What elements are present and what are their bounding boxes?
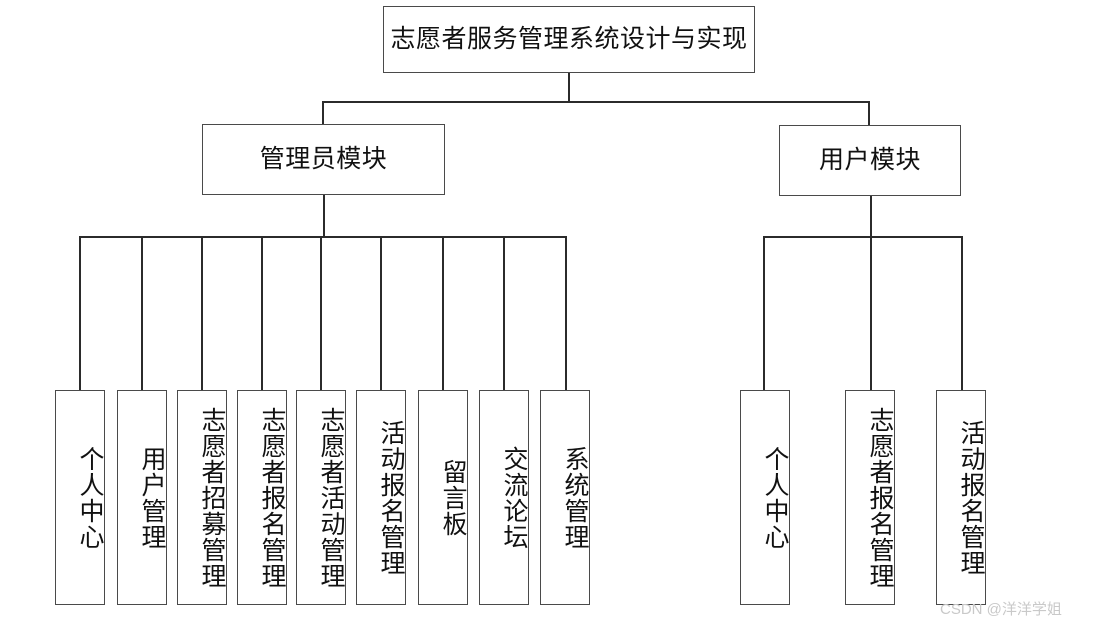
leaf-node-admin-forum: 交流论坛	[479, 390, 529, 605]
leaf-node-user-volunteer-signup: 志愿者报名管理	[845, 390, 895, 605]
leaf-node-user-personal-center: 个人中心	[740, 390, 790, 605]
root-node-system-title: 志愿者服务管理系统设计与实现	[383, 6, 755, 73]
connector-user-stem	[870, 196, 872, 236]
connector-admin-drop-5	[380, 236, 382, 390]
connector-user-drop-2	[961, 236, 963, 390]
connector-admin-drop-8	[565, 236, 567, 390]
connector-admin-drop-2	[201, 236, 203, 390]
connector-level1-drop-user	[868, 101, 870, 126]
leaf-node-admin-activity-signup: 活动报名管理	[356, 390, 406, 605]
leaf-node-admin-volunteer-recruit: 志愿者招募管理	[177, 390, 227, 605]
csdn-watermark: CSDN @洋洋学姐	[940, 601, 1062, 618]
module-node-admin: 管理员模块	[202, 124, 445, 195]
connector-admin-drop-1	[141, 236, 143, 390]
connector-admin-drop-7	[503, 236, 505, 390]
module-node-user: 用户模块	[779, 125, 961, 196]
connector-admin-drop-3	[261, 236, 263, 390]
connector-root-stem	[568, 73, 570, 101]
connector-admin-drop-6	[442, 236, 444, 390]
leaf-node-user-activity-signup: 活动报名管理	[936, 390, 986, 605]
leaf-node-admin-message-board: 留言板	[418, 390, 468, 605]
connector-admin-drop-4	[320, 236, 322, 390]
connector-admin-bus	[79, 236, 566, 238]
connector-user-drop-0	[763, 236, 765, 390]
connector-level1-bus	[322, 101, 869, 103]
leaf-node-admin-volunteer-signup: 志愿者报名管理	[237, 390, 287, 605]
leaf-node-admin-personal-center: 个人中心	[55, 390, 105, 605]
connector-admin-stem	[323, 195, 325, 236]
connector-user-bus	[763, 236, 962, 238]
leaf-node-admin-user-management: 用户管理	[117, 390, 167, 605]
leaf-node-admin-volunteer-activity: 志愿者活动管理	[296, 390, 346, 605]
leaf-node-admin-system-management: 系统管理	[540, 390, 590, 605]
connector-level1-drop-admin	[322, 101, 324, 125]
connector-admin-drop-0	[79, 236, 81, 390]
connector-user-drop-1	[870, 236, 872, 390]
